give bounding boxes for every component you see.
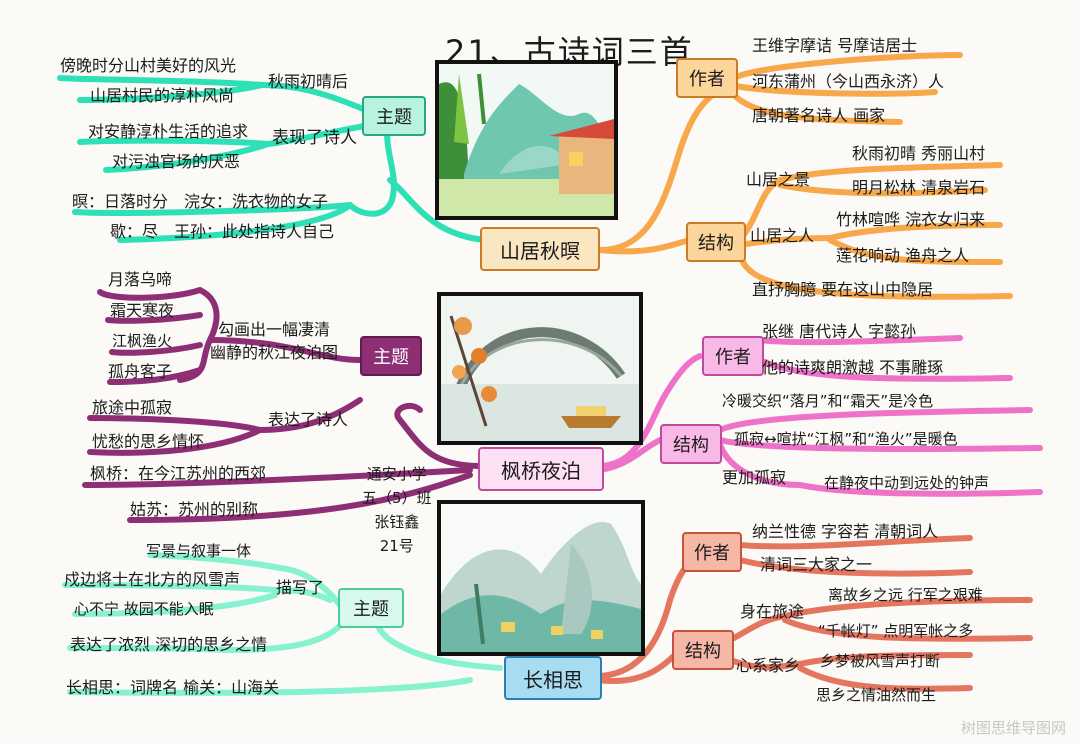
poem2-theme-note: 枫桥：在今江苏州的西郊 (90, 464, 267, 483)
poem1-theme-g1-item: 傍晚时分山村美好的风光 (60, 56, 237, 75)
poem3-home-label: 心系家乡 (736, 656, 801, 675)
poem1-author-item: 王维字摩诘 号摩诘居士 (752, 36, 918, 55)
poem1-people-label: 山居之人 (750, 226, 815, 245)
poem2-theme-g1-item: 江枫渔火 (112, 332, 173, 350)
signature-line: 通安小学 (366, 465, 427, 483)
poem1-illustration (435, 60, 618, 220)
poem1-scene-item: 明月松林 清泉岩石 (852, 178, 986, 197)
poem3-theme-note: 长相思：词牌名 榆关：山海关 (66, 678, 280, 697)
poem1-theme-g2-item: 对安静淳朴生活的追求 (88, 122, 249, 141)
poem3-travel-label: 身在旅途 (740, 602, 805, 621)
poem3-author-node[interactable]: 作者 (682, 532, 742, 572)
poem1-theme-g2-item: 对污浊官场的厌恶 (112, 152, 241, 171)
poem2-structure-extra: 在静夜中动到远处的钟声 (824, 474, 990, 492)
poem1-theme-note: 暝：日落时分 浣女：洗衣物的女子 (72, 192, 329, 211)
poem2-author-item: 张继 唐代诗人 字懿孙 (762, 322, 917, 341)
poem2-theme-g2-label: 表达了诗人 (268, 410, 349, 429)
poem2-theme-g2-item: 旅途中孤寂 (92, 398, 173, 417)
poem2-structure-item: 孤寂↔喧扰“江枫”和“渔火”是暖色 (734, 430, 958, 448)
poem1-theme-node[interactable]: 主题 (362, 96, 426, 136)
poem1-theme-g1-label: 秋雨初晴后 (268, 72, 349, 91)
poem3-travel-item: “千帐灯” 点明军帐之多 (818, 622, 974, 640)
poem1-author-item: 河东蒲州（今山西永济）人 (752, 72, 945, 91)
poem1-structure-node[interactable]: 结构 (686, 222, 746, 262)
maple-bridge-painting (441, 296, 639, 441)
poem2-theme-g1-label: 勾画出一幅凄清 (218, 320, 331, 339)
poem2-author-item: 他的诗爽朗激越 不事雕琢 (762, 358, 944, 377)
mountain-camp-painting (441, 504, 641, 652)
signature-line: 张钰鑫 (374, 513, 420, 531)
poem1-author-item: 唐朝著名诗人 画家 (752, 106, 886, 125)
poem2-illustration (437, 292, 643, 445)
poem2-theme-g2-item: 忧愁的思乡情怀 (92, 432, 205, 451)
poem2-theme-note: 姑苏：苏州的别称 (130, 500, 259, 519)
poem3-theme-g1-item: 心不宁 故园不能入眠 (74, 600, 214, 618)
poem2-structure-item: 冷暖交织“落月”和“霜天”是冷色 (722, 392, 934, 410)
poem3-theme-top: 写景与叙事一体 (146, 542, 252, 560)
poem3-illustration (437, 500, 645, 656)
mountain-cottage-painting (439, 64, 614, 216)
poem2-theme-g1-item: 霜天寒夜 (110, 301, 175, 320)
poem1-scene-item: 秋雨初晴 秀丽山村 (852, 144, 986, 163)
poem3-travel-item: 离故乡之远 行军之艰难 (828, 586, 983, 604)
poem1-people-item: 竹林喧哗 浣衣女归来 (836, 210, 986, 229)
poem3-author-item: 纳兰性德 字容若 清朝词人 (752, 522, 939, 541)
poem2-theme-g1-item: 月落乌啼 (108, 270, 173, 289)
student-signature: 通安小学 五（5）班 张钰鑫 21号 (362, 462, 432, 558)
poem3-author-item: 清词三大家之一 (760, 555, 873, 574)
signature-line: 21号 (379, 537, 414, 555)
poem2-structure-node[interactable]: 结构 (660, 424, 722, 464)
poem2-structure-item: 更加孤寂 (722, 468, 787, 487)
poem2-author-node[interactable]: 作者 (702, 336, 764, 376)
poem1-theme-g1-item: 山居村民的淳朴风尚 (90, 86, 235, 105)
poem3-center-node[interactable]: 长相思 (504, 656, 602, 700)
poem3-theme-node[interactable]: 主题 (338, 588, 404, 628)
poem3-theme-g1-label: 描写了 (276, 578, 325, 597)
poem1-structure-last: 直抒胸臆 要在这山中隐居 (752, 280, 934, 299)
poem2-theme-node[interactable]: 主题 (360, 336, 422, 376)
poem3-home-item: 思乡之情油然而生 (816, 686, 937, 704)
poem1-author-node[interactable]: 作者 (676, 58, 738, 98)
poem3-structure-node[interactable]: 结构 (672, 630, 734, 670)
poem2-center-node[interactable]: 枫桥夜泊 (478, 447, 604, 491)
watermark: 树图思维导图网 (960, 719, 1066, 737)
poem3-home-item: 乡梦被风雪声打断 (820, 652, 941, 670)
poem3-theme-g1-item: 戍边将士在北方的风雪声 (64, 570, 241, 589)
poem2-theme-g1-label: 幽静的秋江夜泊图 (210, 343, 339, 362)
poem1-scene-label: 山居之景 (746, 170, 811, 189)
poem3-theme-g2: 表达了浓烈 深切的思乡之情 (70, 635, 268, 654)
poem1-theme-g2-label: 表现了诗人 (272, 128, 357, 148)
poem2-theme-g1-item: 孤舟客子 (108, 362, 173, 381)
poem1-center-node[interactable]: 山居秋暝 (480, 227, 600, 271)
signature-line: 五（5）班 (362, 489, 432, 507)
poem1-people-item: 莲花响动 渔舟之人 (836, 246, 970, 265)
poem1-theme-note: 歇：尽 王孙：此处指诗人自己 (110, 222, 335, 241)
